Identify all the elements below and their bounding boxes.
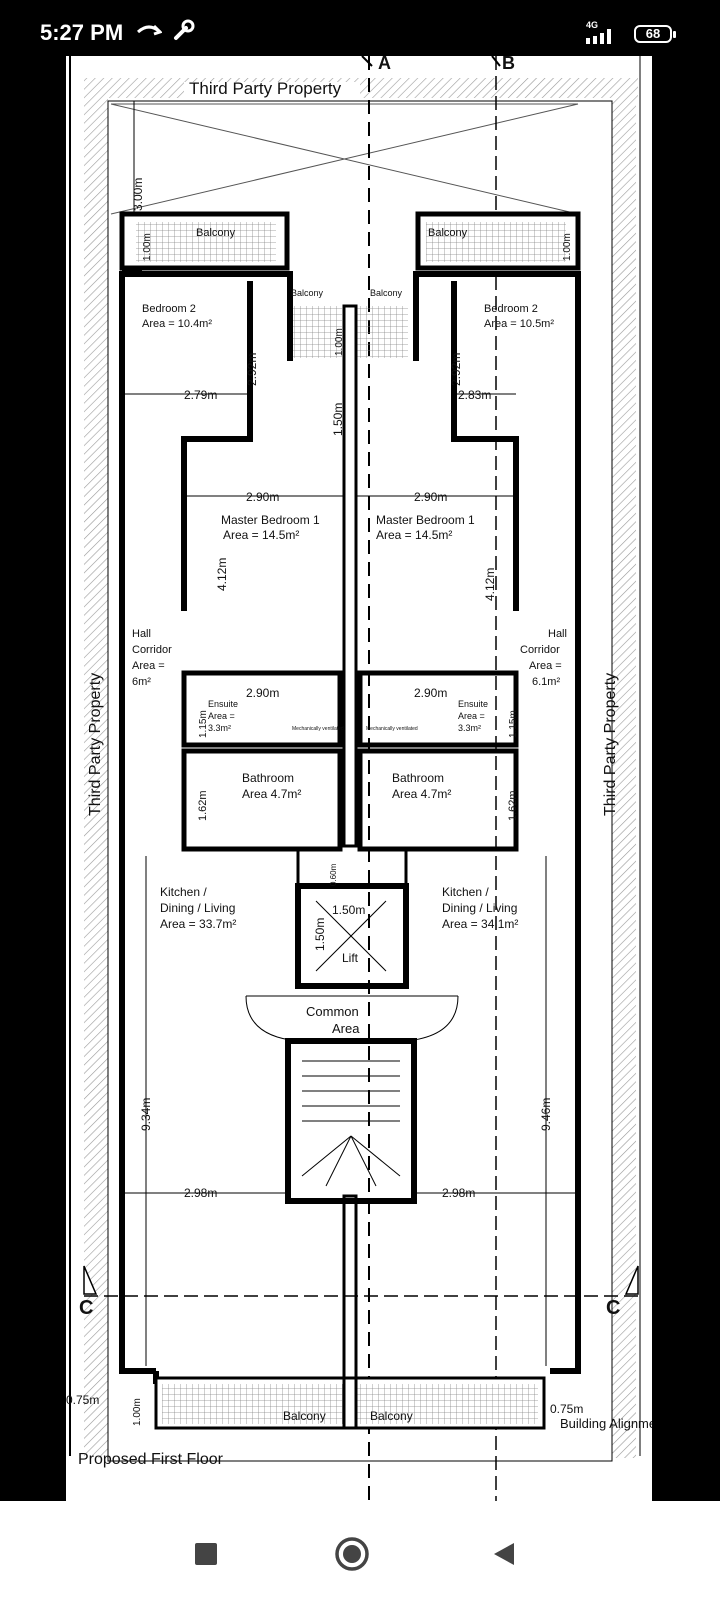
master-left-area: Area = 14.5m² bbox=[223, 528, 299, 542]
balcony-bottom-left: Balcony bbox=[283, 1409, 326, 1423]
dim-2-90-left: 2.90m bbox=[246, 490, 279, 504]
mech-right: Mechanically ventilated bbox=[366, 726, 418, 732]
master-right-name: Master Bedroom 1 bbox=[376, 513, 475, 527]
balcony-top-right: Balcony bbox=[428, 227, 468, 239]
bath-right-name: Bathroom bbox=[392, 771, 444, 785]
dim-2-92-left: 2.92m bbox=[245, 353, 259, 386]
section-c-left: C bbox=[79, 1297, 93, 1319]
plan-title: Proposed First Floor bbox=[78, 1451, 224, 1468]
dim-1-00-bottom-left: 1.00m bbox=[132, 1398, 143, 1426]
dim-2-90-ensuite-left: 2.90m bbox=[246, 686, 279, 700]
navigation-bar bbox=[0, 1501, 720, 1600]
kitchen-left-2: Dining / Living bbox=[160, 901, 235, 915]
mech-left: Mechanically ventilated bbox=[292, 726, 344, 732]
dim-9-34: 9.34m bbox=[139, 1098, 153, 1131]
bath-left-name: Bathroom bbox=[242, 771, 294, 785]
hall-right-4: 6.1m² bbox=[532, 676, 560, 688]
balcony-mid-left: Balcony bbox=[291, 288, 324, 298]
lift-label: Lift bbox=[342, 951, 359, 965]
dim-1-62-right: 1.62m bbox=[507, 790, 519, 821]
status-time: 5:27 PM bbox=[40, 20, 124, 45]
bedroom2-right-area: Area = 10.5m² bbox=[484, 318, 554, 330]
dim-1-00-tr: 1.00m bbox=[562, 233, 573, 261]
dim-2-98-right: 2.98m bbox=[442, 1186, 475, 1200]
back-triangle-icon[interactable] bbox=[484, 1534, 524, 1574]
bedroom2-left-area: Area = 10.4m² bbox=[142, 318, 212, 330]
dim-2-83: 2.83m bbox=[458, 388, 491, 402]
section-a-top: A bbox=[378, 56, 391, 73]
hall-left-4: 6m² bbox=[132, 676, 151, 688]
ensuite-left-2: Area = bbox=[208, 711, 235, 721]
hall-left-2: Corridor bbox=[132, 644, 172, 656]
top-third-party-label: Third Party Property bbox=[189, 79, 342, 98]
dim-0-75-right: 0.75m bbox=[550, 1402, 583, 1416]
dim-3-00: 3.00m bbox=[131, 178, 145, 211]
signal-icon bbox=[586, 28, 616, 49]
balcony-top-left: Balcony bbox=[196, 227, 236, 239]
bath-right-area: Area 4.7m² bbox=[392, 787, 451, 801]
balcony-mid-right: Balcony bbox=[370, 288, 403, 298]
bedroom2-left-name: Bedroom 2 bbox=[142, 303, 196, 315]
hall-right-1: Hall bbox=[548, 628, 567, 640]
kitchen-left-3: Area = 33.7m² bbox=[160, 917, 236, 931]
dim-1-62-left: 1.62m bbox=[197, 790, 209, 821]
battery-icon: 68 bbox=[634, 25, 676, 43]
dim-1-00-mid: 1.00m bbox=[334, 328, 345, 356]
floor-plan-image[interactable]: Third Party Property A B C C Third Party… bbox=[66, 56, 652, 1501]
dim-2-90-ensuite-right: 2.90m bbox=[414, 686, 447, 700]
building-alignment-label: Building Alignment bbox=[560, 1416, 652, 1431]
common-1: Common bbox=[306, 1004, 359, 1019]
kitchen-left-1: Kitchen / bbox=[160, 885, 207, 899]
dim-0-60: 0.60m bbox=[329, 863, 338, 886]
recents-square-icon[interactable] bbox=[186, 1534, 226, 1574]
ensuite-left-1: Ensuite bbox=[208, 699, 238, 709]
dim-4-12-right: 4.12m bbox=[483, 568, 497, 601]
dim-1-50: 1.50m bbox=[331, 403, 345, 436]
network-type: 4G bbox=[586, 20, 599, 30]
dim-2-90-right: 2.90m bbox=[414, 490, 447, 504]
hall-left-1: Hall bbox=[132, 628, 151, 640]
master-left-name: Master Bedroom 1 bbox=[221, 513, 320, 527]
dim-1-15-left: 1.15m bbox=[198, 710, 209, 738]
balcony-bottom-right: Balcony bbox=[370, 1409, 413, 1423]
kitchen-right-2: Dining / Living bbox=[442, 901, 517, 915]
dim-2-92-right: 2.92m bbox=[449, 353, 463, 386]
dim-2-98-left: 2.98m bbox=[184, 1186, 217, 1200]
wrench-icon bbox=[172, 18, 196, 47]
right-third-party-label: Third Party Property bbox=[602, 673, 619, 816]
common-2: Area bbox=[332, 1021, 360, 1036]
hall-left-3: Area = bbox=[132, 660, 165, 672]
kitchen-right-3: Area = 34.1m² bbox=[442, 917, 518, 931]
hall-right-2: Corridor bbox=[520, 644, 560, 656]
ensuite-right-1: Ensuite bbox=[458, 699, 488, 709]
ensuite-right-2: Area = bbox=[458, 711, 485, 721]
master-right-area: Area = 14.5m² bbox=[376, 528, 452, 542]
hall-right-3: Area = bbox=[529, 660, 562, 672]
status-bar: 5:27 PM 4G 68 bbox=[0, 0, 720, 56]
dim-1-50-lift-v: 1.50m bbox=[313, 918, 327, 951]
kitchen-right-1: Kitchen / bbox=[442, 885, 489, 899]
bedroom2-right-name: Bedroom 2 bbox=[484, 303, 538, 315]
section-c-right: C bbox=[606, 1297, 620, 1319]
dim-1-00-tl: 1.00m bbox=[142, 233, 153, 261]
dim-1-15-right: 1.15m bbox=[508, 710, 519, 738]
section-b-top: B bbox=[502, 56, 515, 73]
ensuite-left-3: 3.3m² bbox=[208, 723, 231, 733]
home-circle-icon[interactable] bbox=[332, 1534, 372, 1574]
floor-plan-drawing: Third Party Property A B C C Third Party… bbox=[66, 56, 652, 1501]
image-viewer[interactable]: Third Party Property A B C C Third Party… bbox=[0, 56, 720, 1501]
dim-1-50-lift-h: 1.50m bbox=[332, 903, 365, 917]
dim-0-75-left: 0.75m bbox=[66, 1393, 99, 1407]
bath-left-area: Area 4.7m² bbox=[242, 787, 301, 801]
missed-call-icon bbox=[136, 18, 163, 45]
ensuite-right-3: 3.3m² bbox=[458, 723, 481, 733]
dim-9-46: 9.46m bbox=[539, 1098, 553, 1131]
dim-4-12-left: 4.12m bbox=[215, 558, 229, 591]
left-third-party-label: Third Party Property bbox=[87, 673, 104, 816]
dim-2-79: 2.79m bbox=[184, 388, 217, 402]
